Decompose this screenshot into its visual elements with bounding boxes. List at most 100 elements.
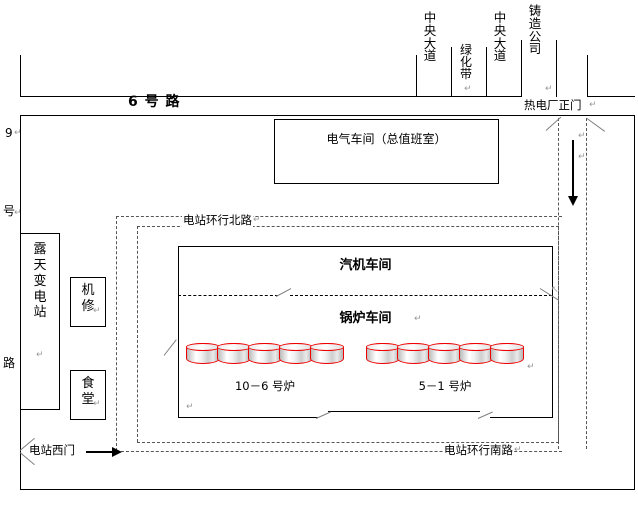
central-avenue-right-label: 中 央 大 道: [492, 10, 508, 64]
west-ring-road-outer: [116, 216, 117, 451]
label-char: 变: [33, 273, 47, 289]
foundry-wall-w: [521, 40, 522, 97]
plant-block-left-lower: [178, 295, 179, 418]
plant-block-top: [178, 246, 553, 247]
central-avenue-right-wall-w: [486, 47, 487, 97]
label-char: 司: [528, 41, 542, 57]
label-char: 大: [423, 35, 437, 51]
label-char: 铸: [528, 3, 542, 18]
boiler-unit: [309, 342, 345, 364]
outdoor-substation-label: 露 天 变 电 站: [28, 242, 52, 321]
right-corridor-stub-base: [587, 96, 635, 97]
site-boundary-top: [20, 115, 635, 116]
plant-block-bottom-mid: [328, 411, 480, 412]
road6-left-end: [20, 55, 21, 97]
central-avenue-right-base: [486, 96, 522, 97]
road6-label: 6 号 路: [128, 94, 181, 110]
hall-divider-right: [290, 295, 552, 296]
label-char: 堂: [81, 392, 95, 408]
west-gate-label: 电站西门: [28, 443, 76, 458]
boiler-unit: [365, 342, 401, 364]
road9-label-char-9: 9: [5, 126, 13, 140]
label-char: 修: [81, 299, 95, 315]
label-char: 央: [423, 22, 437, 38]
pilcrow-mark: ↵: [514, 445, 522, 455]
north-ring-road-outer: [116, 216, 562, 217]
green-belt-wall-w: [451, 47, 452, 97]
pilcrow-mark: ↵: [93, 399, 101, 409]
label-char: 大: [493, 35, 507, 51]
boiler-unit: [396, 342, 432, 364]
main-gate-label: 热电厂正门: [524, 98, 582, 112]
central-avenue-left-wall-w: [416, 55, 417, 97]
green-belt-base: [451, 96, 487, 97]
label-char: 机: [81, 283, 95, 298]
label-char: 绿: [459, 43, 472, 57]
label-char: 化: [459, 55, 472, 70]
boiler-unit: [278, 342, 314, 364]
gate-leader-right: [586, 118, 606, 132]
pilcrow-mark: ↵: [578, 131, 586, 141]
boiler-unit: [427, 342, 463, 364]
pilcrow-mark: ↵: [414, 314, 422, 324]
boiler-unit: [247, 342, 283, 364]
green-belt-label: 绿 化 带: [458, 44, 474, 81]
north-ring-road-label: 电站环行北路: [182, 213, 253, 228]
turbine-hall-label: 汽机车间: [339, 258, 392, 273]
label-char: 央: [493, 22, 507, 38]
west-ring-road-inner: [137, 226, 138, 442]
pilcrow-mark: ↵: [578, 152, 586, 162]
pilcrow-mark: ↵: [36, 350, 44, 360]
plant-block-left-upper: [178, 246, 179, 298]
hall-divider-left: [178, 295, 278, 296]
boiler-unit: [458, 342, 494, 364]
north-ring-road-inner: [137, 226, 559, 227]
east-ring-road-inner: [558, 226, 559, 442]
plant-block-right: [552, 246, 553, 418]
plant-block-bottom-left: [178, 417, 318, 418]
road6-top-line: [20, 96, 416, 97]
pilcrow-mark: ↵: [14, 208, 22, 218]
west-gate-arrow: [86, 448, 122, 456]
bottom-step-leader-1: [315, 411, 331, 419]
central-avenue-left-base: [416, 96, 452, 97]
boiler-hall-label: 锅炉车间: [339, 311, 392, 326]
pilcrow-mark: ↵: [253, 215, 261, 225]
label-char: 带: [459, 67, 472, 82]
foundry-wall-e: [556, 40, 557, 97]
right-corridor-stub-wall: [587, 55, 588, 97]
canteen-label: 食 堂: [76, 376, 100, 409]
boiler-right-group-label: 5－1 号炉: [418, 379, 472, 393]
machine-repair-box: [70, 277, 106, 327]
hall-divider-leader: [275, 288, 292, 297]
label-char: 中: [493, 10, 507, 25]
machine-repair-label: 机 修: [76, 283, 100, 316]
site-boundary-bottom: [20, 489, 635, 490]
boiler-unit: [489, 342, 525, 364]
pilcrow-mark: ↵: [14, 128, 22, 138]
south-ring-road-inner: [137, 442, 559, 443]
electrical-workshop-box: [274, 119, 499, 184]
road9-label-char-lu: 路: [3, 356, 16, 370]
label-char: 道: [493, 48, 507, 64]
boiler-unit: [216, 342, 252, 364]
outdoor-substation-box: [20, 233, 60, 410]
label-char: 道: [423, 48, 437, 64]
road9-label-char-hao: 号: [3, 204, 16, 218]
traffic-direction-arrow: [569, 140, 577, 206]
label-char: 中: [423, 10, 437, 25]
south-ring-road-outer: [116, 451, 562, 452]
pilcrow-mark: ↵: [186, 402, 194, 412]
label-char: 公: [528, 28, 542, 44]
label-char: 食: [81, 376, 95, 391]
label-char: 露: [33, 242, 47, 257]
foundry-company-label: 铸 造 公 司: [527, 3, 543, 57]
label-char: 站: [33, 305, 47, 321]
pilcrow-mark: ↖: [551, 285, 559, 295]
pilcrow-mark: ↵: [545, 84, 553, 94]
pilcrow-mark: ↵: [589, 100, 597, 110]
east-road-east-edge: [586, 118, 587, 449]
label-char: 造: [528, 15, 542, 31]
label-char: 电: [33, 289, 47, 305]
